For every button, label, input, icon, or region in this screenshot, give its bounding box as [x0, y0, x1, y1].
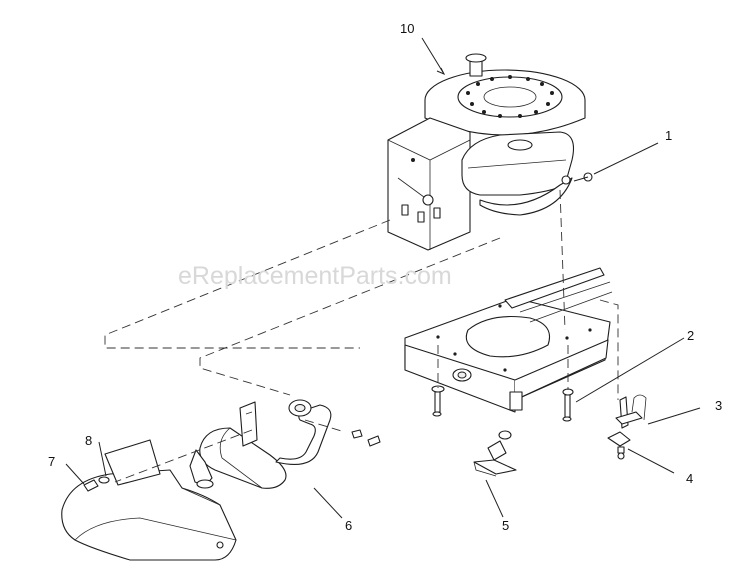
- watermark: eReplacementParts.com: [178, 262, 452, 290]
- assembly-phantom-lines: [104, 189, 619, 483]
- bracket-part-5[interactable]: [473, 430, 517, 477]
- nut-washer-part-4[interactable]: [607, 431, 631, 460]
- callout-6: 6: [345, 518, 352, 533]
- engine-part-10[interactable]: [387, 53, 586, 251]
- callout-8: 8: [85, 433, 92, 448]
- callout-2: 2: [687, 328, 694, 343]
- callout-labels: 10 1 2 3 4 5 6 7 8: [48, 21, 722, 533]
- callout-10: 10: [400, 21, 414, 36]
- callout-leaders: [65, 37, 701, 519]
- callout-3: 3: [715, 398, 722, 413]
- clamp-part-3[interactable]: [615, 394, 647, 429]
- engine-mounting-plate[interactable]: [404, 267, 613, 413]
- muffler-part-6[interactable]: [189, 399, 381, 489]
- callout-5: 5: [502, 518, 509, 533]
- bolt-part-1[interactable]: [573, 172, 593, 182]
- callout-4: 4: [686, 471, 693, 486]
- bolt-part-2[interactable]: [431, 385, 574, 422]
- heat-shield[interactable]: [61, 439, 237, 561]
- washer-part-8[interactable]: [98, 476, 110, 484]
- screw-part-7[interactable]: [83, 479, 99, 492]
- callout-1: 1: [665, 128, 672, 143]
- callout-7: 7: [48, 454, 55, 469]
